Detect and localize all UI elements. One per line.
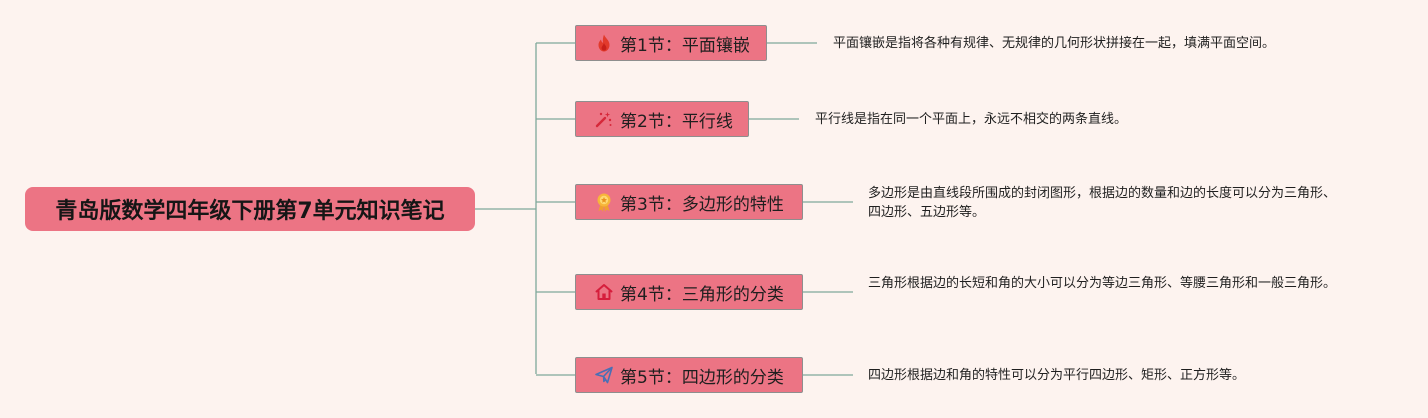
section-label-1: 第1节：平面镶嵌: [620, 35, 750, 56]
award-ribbon-icon: [594, 192, 614, 212]
section-label-4: 第4节：三角形的分类: [620, 284, 784, 305]
section-description-5: 四边形根据边和角的特性可以分为平行四边形、矩形、正方形等。: [868, 368, 1246, 383]
section-node-4[interactable]: 第4节：三角形的分类: [575, 274, 803, 310]
magic-wand-icon: [594, 109, 614, 129]
section-label-3: 第3节：多边形的特性: [620, 194, 784, 215]
section-node-5[interactable]: 第5节：四边形的分类: [575, 357, 803, 393]
section-node-2[interactable]: 第2节：平行线: [575, 101, 749, 137]
paper-plane-icon: [594, 365, 614, 385]
fire-icon: [594, 33, 614, 53]
root-node[interactable]: 青岛版数学四年级下册第7单元知识笔记: [25, 187, 475, 231]
home-icon: [594, 282, 614, 302]
section-label-2: 第2节：平行线: [620, 111, 733, 132]
section-description-4: 三角形根据边的长短和角的大小可以分为等边三角形、等腰三角形和一般三角形。: [868, 276, 1337, 291]
root-title: 青岛版数学四年级下册第7单元知识笔记: [55, 199, 445, 224]
section-description-3: 多边形是由直线段所围成的封闭图形，根据边的数量和边的长度可以分为三角形、四边形、…: [868, 186, 1337, 220]
section-description-1: 平面镶嵌是指将各种有规律、无规律的几何形状拼接在一起，填满平面空间。: [833, 36, 1276, 51]
section-node-1[interactable]: 第1节：平面镶嵌: [575, 25, 767, 61]
section-description-2: 平行线是指在同一个平面上，永远不相交的两条直线。: [815, 112, 1128, 127]
section-node-3[interactable]: 第3节：多边形的特性: [575, 184, 803, 220]
section-label-5: 第5节：四边形的分类: [620, 367, 784, 388]
